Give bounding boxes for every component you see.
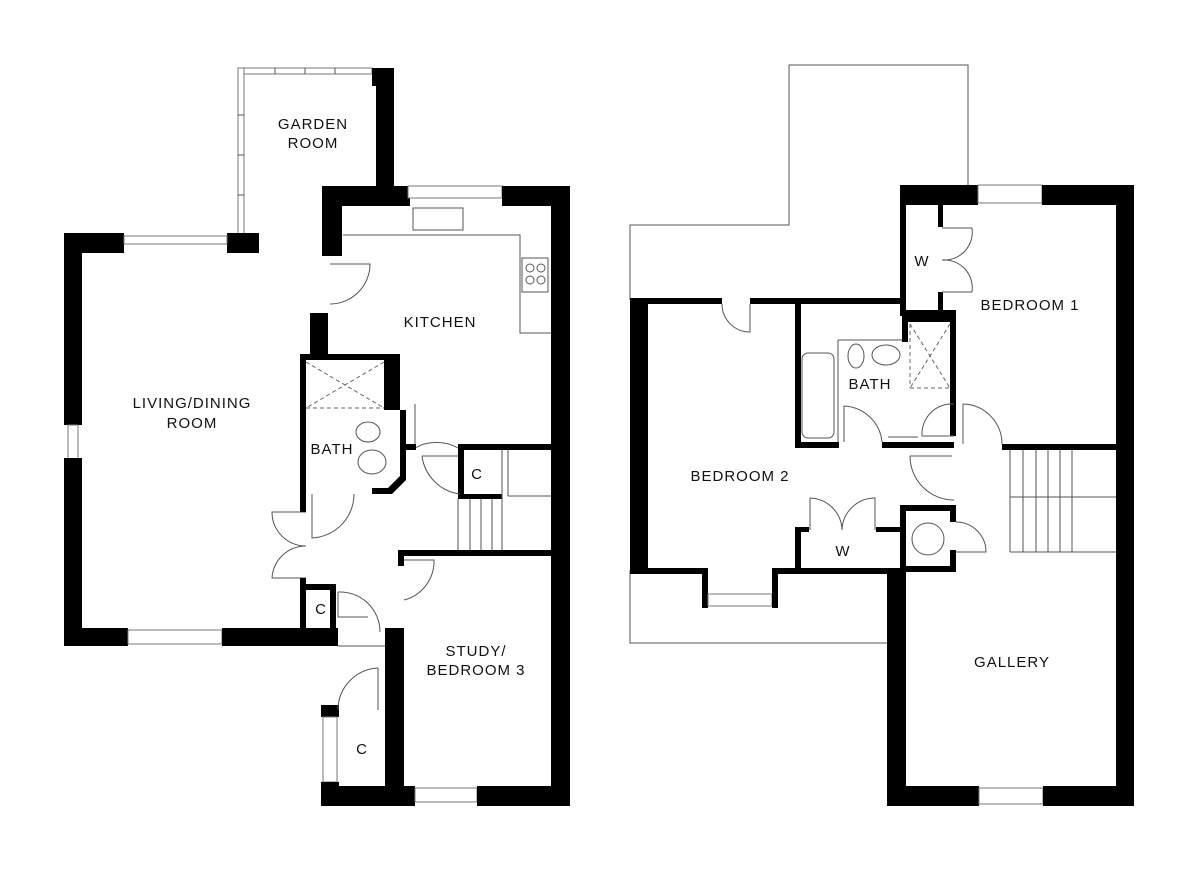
basin-first [871, 344, 901, 366]
first-floor-plan [629, 64, 1134, 806]
label-cupboard-porch: C [356, 741, 368, 758]
label-bedroom1: BEDROOM 1 [980, 297, 1079, 314]
study-window [414, 787, 478, 803]
label-wardrobe1: W [914, 253, 929, 270]
kitchen-sink [412, 207, 464, 231]
garden-room-window-top [239, 67, 373, 75]
gallery-window [978, 787, 1044, 805]
label-first-bath: BATH [849, 376, 892, 393]
ground-floor-plan [64, 67, 570, 806]
basin [357, 449, 387, 475]
bathtub [801, 352, 835, 439]
label-bedroom2: BEDROOM 2 [690, 468, 789, 485]
label-cupboard-stairs: C [471, 466, 483, 483]
toilet [355, 421, 381, 443]
porch-window [322, 716, 338, 783]
living-room-side-window [67, 424, 79, 461]
label-cupboard-hall: C [315, 601, 327, 618]
label-study-2: BEDROOM 3 [426, 662, 525, 679]
label-living-dining-2: ROOM [167, 415, 218, 432]
label-garden-room: GARDEN [278, 116, 348, 133]
living-room-top-window [123, 235, 228, 245]
label-living-dining: LIVING/DINING [133, 395, 252, 412]
label-study: STUDY/ [445, 643, 506, 660]
cylinder [911, 522, 945, 556]
kitchen-hob [521, 257, 549, 293]
label-garden-room-2: ROOM [288, 135, 339, 152]
garden-room-window-side [237, 67, 245, 235]
label-ground-bath: BATH [311, 441, 354, 458]
bedroom1-window [977, 184, 1043, 204]
toilet-first [847, 343, 865, 369]
bedroom2-window [707, 593, 773, 607]
label-gallery: GALLERY [974, 654, 1050, 671]
kitchen-window [407, 185, 503, 199]
label-wardrobe2: W [835, 543, 850, 560]
label-kitchen: KITCHEN [404, 314, 477, 331]
living-room-bottom-window [127, 629, 223, 645]
